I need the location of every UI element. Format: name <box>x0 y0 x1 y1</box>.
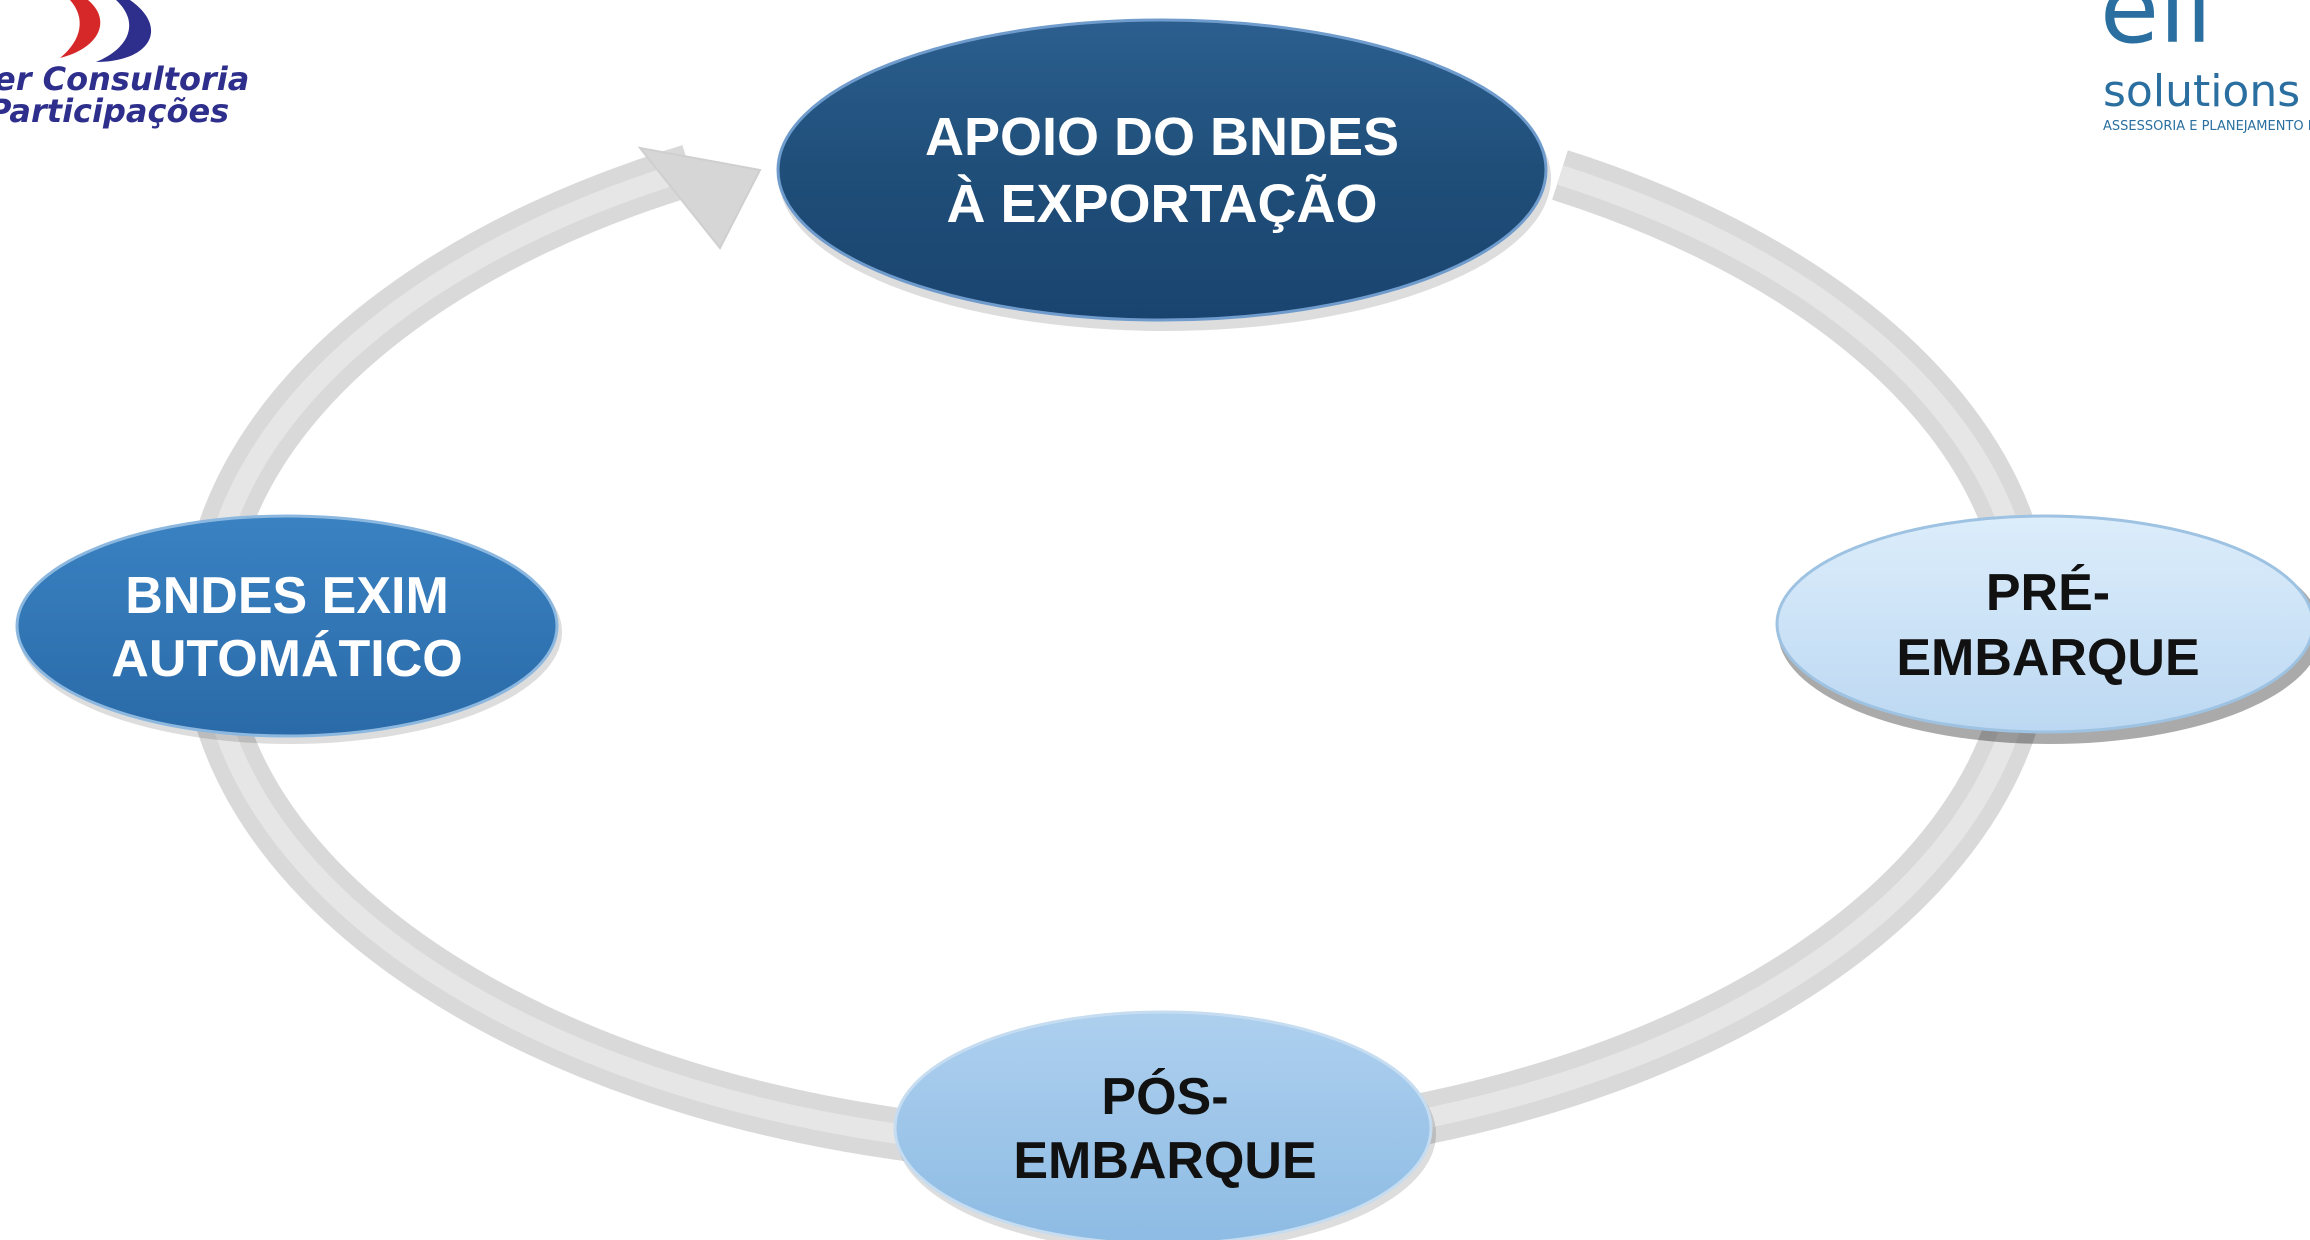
node-pre-line2: EMBARQUE <box>1896 629 2199 687</box>
logo-right-mark: ell <box>2100 0 2212 65</box>
cycle-arrowhead <box>637 146 762 250</box>
logo-left-line2: Participações <box>0 92 229 130</box>
node-pre: PRÉ- EMBARQUE <box>1775 514 2310 744</box>
node-pos-ellipse <box>893 1010 1433 1240</box>
node-pos-line1: PÓS- <box>1101 1068 1228 1126</box>
logo-left-swoosh-red <box>60 0 101 58</box>
node-exim-line1: BNDES EXIM <box>125 567 449 625</box>
node-pre-ellipse <box>1775 514 2310 734</box>
node-exim-ellipse <box>15 514 559 738</box>
logo-left: er Consultoria Participações <box>0 0 249 130</box>
node-exim-line2: AUTOMÁTICO <box>111 630 462 688</box>
node-apoio-line1: APOIO DO BNDES <box>925 107 1399 167</box>
logo-left-line1: er Consultoria <box>0 60 249 98</box>
node-pos: PÓS- EMBARQUE <box>893 1010 1436 1240</box>
node-pre-line1: PRÉ- <box>1986 564 2110 622</box>
logo-right: ell solutions ASSESSORIA E PLANEJAMENTO … <box>2100 0 2310 134</box>
node-apoio: APOIO DO BNDES À EXPORTAÇÃO <box>776 18 1551 331</box>
node-apoio-ellipse <box>776 18 1548 322</box>
logo-left-swoosh-blue <box>96 0 152 62</box>
node-exim: BNDES EXIM AUTOMÁTICO <box>15 514 562 744</box>
node-apoio-line2: À EXPORTAÇÃO <box>946 174 1377 234</box>
node-pos-line2: EMBARQUE <box>1013 1132 1316 1190</box>
logo-right-word: solutions <box>2103 66 2300 117</box>
logo-right-tagline: ASSESSORIA E PLANEJAMENTO LT <box>2103 119 2310 134</box>
